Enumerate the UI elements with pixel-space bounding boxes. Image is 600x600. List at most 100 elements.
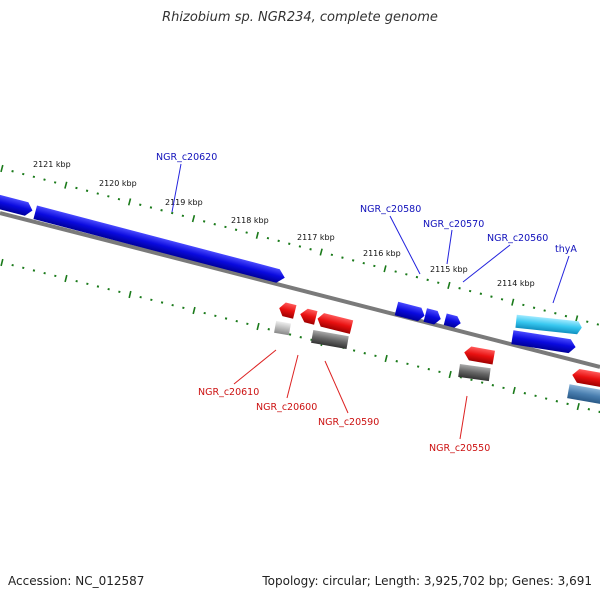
minor-tick bbox=[32, 269, 36, 272]
minor-tick bbox=[554, 312, 557, 315]
minor-tick bbox=[224, 317, 228, 320]
gene-thyA[interactable] bbox=[515, 314, 582, 335]
gene-NGR_c20570[interactable] bbox=[423, 308, 443, 326]
minor-tick bbox=[458, 287, 461, 290]
minor-tick bbox=[160, 301, 164, 304]
minor-tick bbox=[43, 178, 46, 181]
minor-tick bbox=[86, 282, 89, 286]
gene-NGR_c20620[interactable] bbox=[33, 205, 286, 284]
minor-tick bbox=[181, 214, 185, 218]
minor-tick bbox=[310, 338, 313, 342]
minor-tick bbox=[468, 289, 472, 293]
label-NGR_c20570: NGR_c20570 bbox=[423, 219, 484, 230]
leader-NGR_c20560 bbox=[462, 244, 511, 283]
leader-NGR_c20580 bbox=[389, 215, 421, 275]
minor-tick bbox=[32, 175, 36, 179]
minor-tick bbox=[426, 278, 429, 282]
minor-tick bbox=[309, 248, 312, 251]
leader-NGR_c20550 bbox=[459, 395, 468, 440]
major-tick bbox=[127, 198, 132, 206]
minor-tick bbox=[117, 197, 121, 201]
gene-NGR_c20600[interactable] bbox=[299, 307, 318, 325]
map-title: Rhizobium sp. NGR234, complete genome bbox=[162, 10, 438, 25]
major-tick bbox=[0, 258, 4, 267]
minor-tick bbox=[522, 303, 525, 307]
major-tick bbox=[319, 248, 323, 256]
major-tick bbox=[383, 265, 387, 273]
gene-forward-left-edge[interactable] bbox=[0, 190, 34, 217]
minor-tick bbox=[394, 270, 397, 273]
minor-tick bbox=[107, 195, 110, 198]
minor-tick bbox=[374, 354, 377, 358]
minor-tick bbox=[53, 181, 57, 184]
minor-tick bbox=[330, 253, 334, 257]
minor-tick bbox=[75, 186, 78, 190]
minor-tick bbox=[170, 211, 174, 215]
leader-NGR_c20600 bbox=[286, 354, 299, 399]
major-tick bbox=[256, 322, 260, 331]
major-tick bbox=[448, 370, 452, 379]
major-tick bbox=[191, 214, 196, 223]
minor-tick bbox=[234, 228, 238, 231]
minor-tick bbox=[139, 295, 142, 299]
gene-reverse-right-edge[interactable] bbox=[571, 368, 600, 389]
label-NGR_c20580: NGR_c20580 bbox=[360, 204, 421, 215]
minor-tick bbox=[564, 314, 568, 318]
gene-NGR_c20580[interactable] bbox=[394, 301, 427, 323]
minor-tick bbox=[96, 285, 100, 288]
label-NGR_c20600: NGR_c20600 bbox=[256, 402, 317, 413]
minor-tick bbox=[150, 298, 153, 302]
minor-tick bbox=[267, 327, 270, 331]
leader-NGR_c20590 bbox=[324, 360, 349, 414]
gene-NGR_c20560[interactable] bbox=[443, 313, 462, 329]
minor-tick bbox=[416, 365, 420, 368]
minor-tick bbox=[139, 203, 142, 206]
minor-tick bbox=[11, 263, 14, 267]
leader-thyA bbox=[552, 255, 570, 304]
gene-NGR_c20590-gray[interactable] bbox=[311, 329, 349, 350]
minor-tick bbox=[246, 322, 249, 326]
leader-NGR_c20570 bbox=[446, 229, 453, 265]
minor-tick bbox=[363, 351, 366, 355]
kbp-label-2120: 2120 kbp bbox=[99, 179, 137, 188]
kbp-label-2116: 2116 kbp bbox=[363, 249, 401, 258]
major-tick bbox=[512, 386, 516, 395]
minor-tick bbox=[298, 245, 302, 248]
minor-tick bbox=[149, 206, 153, 209]
label-thyA: thyA bbox=[555, 244, 577, 255]
label-NGR_c20560: NGR_c20560 bbox=[487, 233, 548, 244]
major-tick bbox=[0, 164, 4, 173]
minor-tick bbox=[107, 287, 110, 291]
minor-tick bbox=[405, 273, 408, 276]
major-tick bbox=[64, 181, 68, 189]
minor-tick bbox=[438, 370, 441, 374]
minor-tick bbox=[224, 225, 227, 229]
gene-NGR_c20610-red[interactable] bbox=[278, 301, 297, 319]
label-NGR_c20590: NGR_c20590 bbox=[318, 417, 379, 428]
gene-NGR_c20610[interactable] bbox=[274, 320, 291, 336]
minor-tick bbox=[470, 378, 473, 382]
gene-NGR_c20550-gray[interactable] bbox=[458, 363, 491, 382]
minor-tick bbox=[480, 381, 484, 384]
leader-NGR_c20610 bbox=[233, 349, 277, 385]
minor-tick bbox=[479, 292, 483, 296]
leader-NGR_c20620 bbox=[171, 163, 182, 213]
major-tick bbox=[447, 281, 451, 290]
minor-tick bbox=[534, 394, 537, 398]
accession-text: Accession: NC_012587 bbox=[8, 574, 145, 588]
minor-tick bbox=[596, 323, 600, 326]
minor-tick bbox=[202, 220, 206, 223]
gene-steel-right-edge[interactable] bbox=[567, 384, 600, 406]
minor-tick bbox=[395, 359, 398, 363]
gene-forward-below-thyA[interactable] bbox=[511, 330, 576, 354]
gene-NGR_c20550[interactable] bbox=[463, 346, 495, 365]
label-NGR_c20610: NGR_c20610 bbox=[198, 387, 259, 398]
minor-tick bbox=[566, 402, 569, 406]
minor-tick bbox=[214, 314, 217, 318]
minor-tick bbox=[75, 279, 78, 283]
kbp-label-2119: 2119 kbp bbox=[165, 198, 203, 207]
minor-tick bbox=[266, 236, 270, 240]
gene-NGR_c20590[interactable] bbox=[316, 312, 354, 334]
minor-tick bbox=[532, 306, 536, 309]
